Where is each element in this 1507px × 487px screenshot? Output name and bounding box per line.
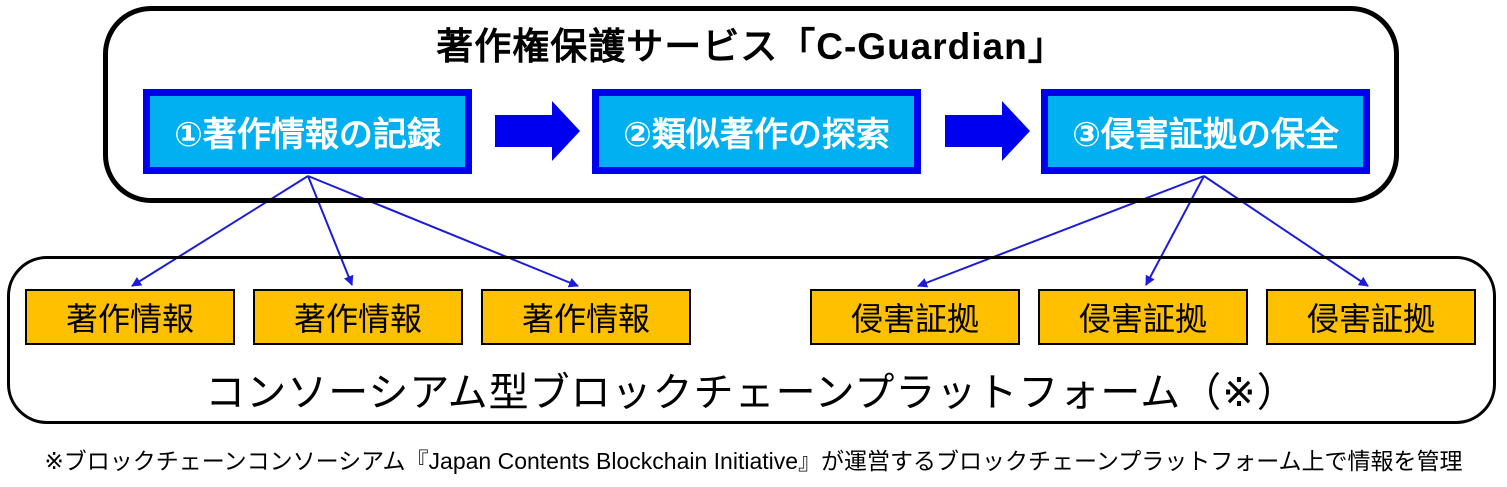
blockchain-platform-frame bbox=[7, 256, 1496, 424]
step-2-search-similar-works: ②類似著作の探索 bbox=[592, 89, 921, 174]
step-3-preserve-evidence: ③侵害証拠の保全 bbox=[1041, 89, 1370, 174]
step-1-record-copyright-info: ①著作情報の記録 bbox=[143, 89, 472, 174]
service-frame bbox=[103, 6, 1399, 203]
node-infringement-evidence-3: 侵害証拠 bbox=[1266, 289, 1476, 345]
node-infringement-evidence-2: 侵害証拠 bbox=[1038, 289, 1248, 345]
diagram-title: 著作権保護サービス「C-Guardian」 bbox=[436, 26, 1066, 67]
node-copyright-info-3: 著作情報 bbox=[481, 289, 691, 345]
node-copyright-info-1: 著作情報 bbox=[25, 289, 235, 345]
node-copyright-info-2: 著作情報 bbox=[253, 289, 463, 345]
node-infringement-evidence-1: 侵害証拠 bbox=[810, 289, 1020, 345]
footnote: ※ブロックチェーンコンソーシアム『Japan Contents Blockcha… bbox=[44, 448, 1463, 474]
platform-label: コンソーシアム型ブロックチェーンプラットフォーム（※） bbox=[205, 371, 1298, 415]
